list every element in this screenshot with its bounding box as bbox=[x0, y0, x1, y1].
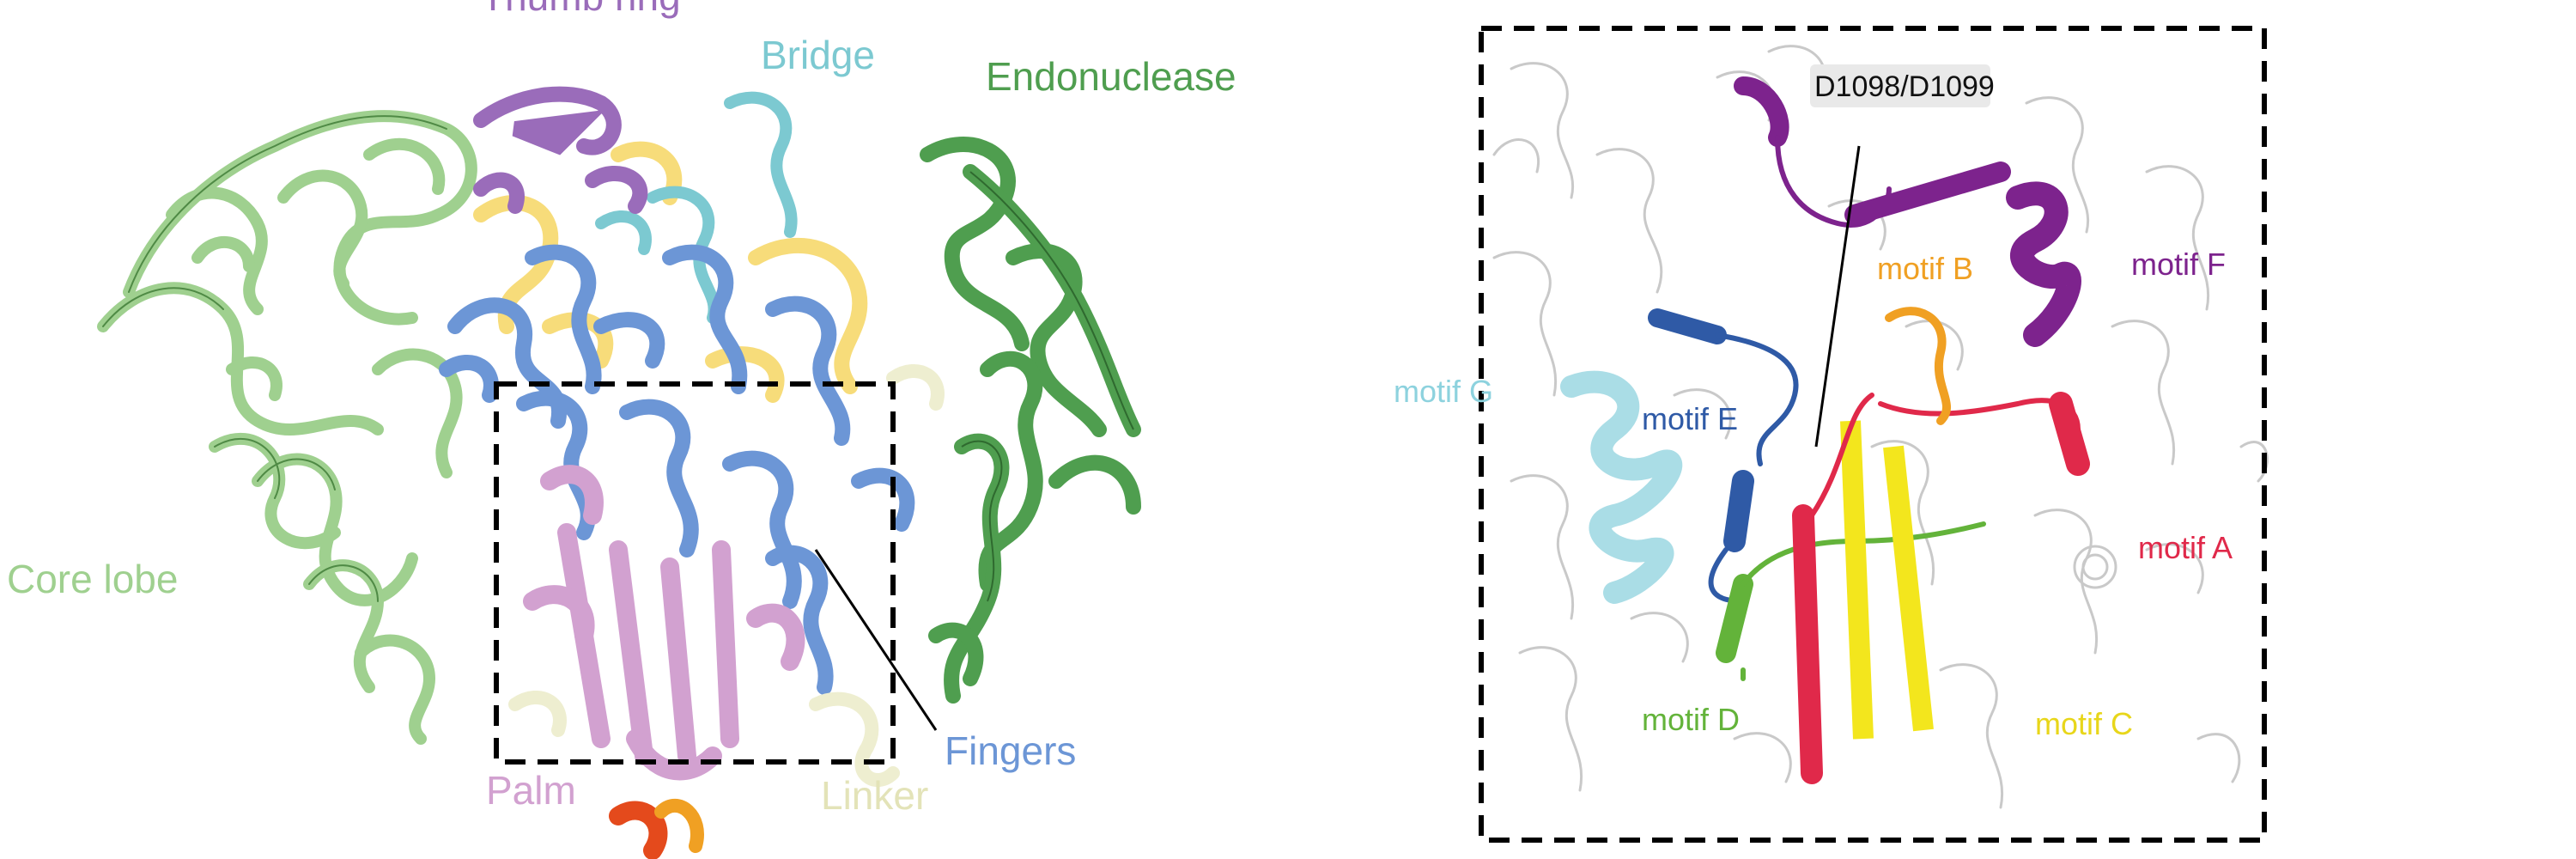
motif-b-structure bbox=[1885, 307, 1952, 425]
residue-label-box bbox=[1810, 64, 1990, 107]
motif-f-structure bbox=[1734, 76, 2081, 347]
core-lobe-outline bbox=[102, 115, 447, 602]
motif-c-structure bbox=[1840, 420, 1934, 740]
thumb-ring-domain bbox=[473, 86, 648, 214]
endonuclease-outline bbox=[961, 171, 1134, 602]
zoom-region-box bbox=[494, 381, 896, 765]
residue-label: D1098/D1099 bbox=[1814, 70, 1995, 103]
label-motif-a: motif A bbox=[2138, 530, 2233, 565]
label-thumb-ring: Thumb ring bbox=[481, 0, 681, 19]
fingers-leader-line bbox=[814, 549, 938, 731]
label-motif-c: motif C bbox=[2035, 706, 2133, 741]
bridge-domain bbox=[595, 91, 798, 324]
label-motif-g: motif G bbox=[1394, 374, 1493, 409]
bottom-fragment bbox=[609, 798, 704, 859]
label-bridge: Bridge bbox=[761, 33, 875, 77]
label-core-lobe: Core lobe bbox=[7, 557, 178, 601]
motif-a-structure bbox=[1792, 392, 2090, 784]
linker-domain bbox=[508, 363, 945, 787]
label-endonuclease: Endonuclease bbox=[986, 54, 1236, 99]
overview-structure: Thumb ring Bridge Endonuclease Core lobe… bbox=[7, 0, 1236, 859]
zoom-panel-frame bbox=[1479, 26, 2267, 843]
motif-g-helix bbox=[1560, 370, 1683, 604]
label-motif-f: motif F bbox=[2131, 247, 2226, 282]
label-palm: Palm bbox=[486, 768, 576, 813]
core-lobe-domain bbox=[97, 110, 477, 745]
label-linker: Linker bbox=[821, 773, 928, 818]
label-motif-b: motif B bbox=[1877, 251, 1973, 286]
endonuclease-domain bbox=[920, 137, 1141, 704]
palm-domain bbox=[523, 465, 805, 781]
label-fingers: Fingers bbox=[945, 728, 1076, 773]
zoom-background-cartoon bbox=[1492, 45, 2269, 809]
label-motif-d: motif D bbox=[1642, 702, 1740, 737]
zoom-panel: D1098/D1099 motif A motif B motif C moti… bbox=[1394, 26, 2269, 843]
label-motif-e: motif E bbox=[1642, 401, 1738, 436]
fingers-domain bbox=[439, 244, 915, 695]
residue-leader-line bbox=[1814, 145, 1861, 448]
yellow-domain bbox=[473, 141, 868, 403]
